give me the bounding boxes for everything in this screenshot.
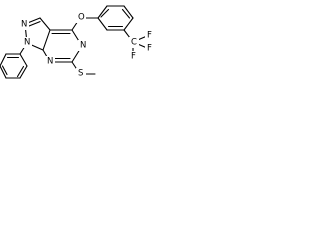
- bond: [0, 65, 7, 79]
- bond: [97, 5, 108, 19]
- atom-label-n: N: [21, 20, 27, 30]
- bond: [100, 8, 110, 18]
- bond: [123, 5, 134, 19]
- bond: [1, 65, 8, 76]
- bond: [97, 17, 108, 31]
- bond: [39, 17, 51, 31]
- atom-label-c: C: [131, 38, 137, 48]
- atom-label-f: F: [131, 52, 136, 62]
- bond: [123, 17, 134, 31]
- bond: [121, 8, 131, 19]
- bond: [19, 65, 28, 79]
- atom-labels: N N N N O S C F F F: [19, 12, 155, 79]
- atom-label-s: S: [78, 69, 83, 79]
- atom-label-n: N: [80, 41, 86, 51]
- bond: [16, 65, 25, 78]
- bond: [42, 29, 51, 51]
- molecule-structure: N N N N O S C F F F: [0, 5, 155, 79]
- bond: [0, 53, 7, 67]
- atom-label-f: F: [147, 31, 152, 41]
- atom-label-n: N: [47, 57, 53, 67]
- bond: [19, 53, 28, 67]
- atom-label-f: F: [147, 44, 152, 54]
- atom-label-n: N: [24, 38, 30, 48]
- atom-label-o: O: [78, 13, 85, 23]
